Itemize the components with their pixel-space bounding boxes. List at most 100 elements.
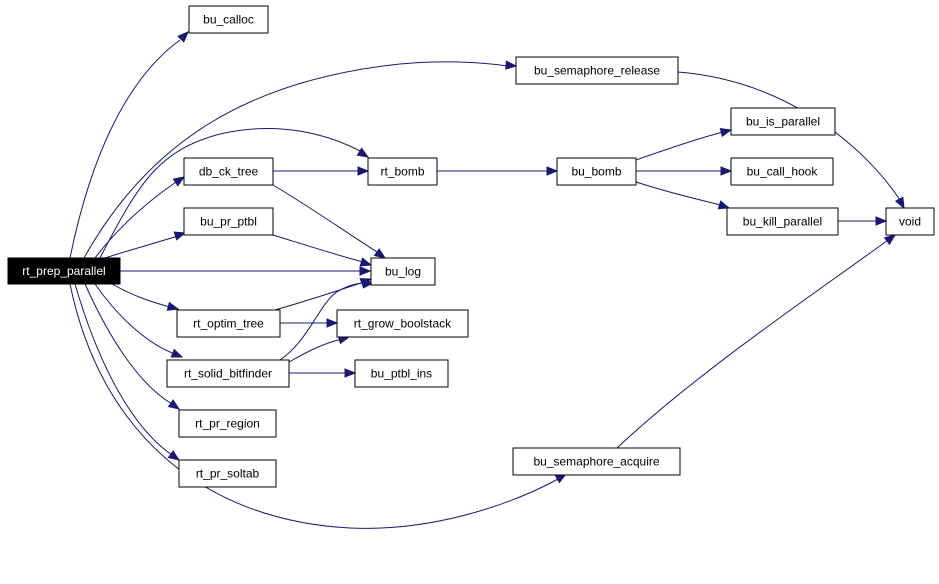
edge-rt-prep-parallel-to-rt-pr-region [84, 283, 181, 410]
arrowhead-icon [894, 196, 905, 210]
node-label: rt_prep_parallel [22, 264, 105, 278]
node-box [367, 157, 438, 186]
node-rt-pr-soltab[interactable]: rt_pr_soltab [178, 459, 277, 488]
node-bu-call-hook[interactable]: bu_call_hook [730, 157, 834, 186]
node-label: bu_pr_ptbl [200, 215, 257, 229]
arrowhead-icon [720, 166, 733, 176]
arrowhead-icon [883, 234, 897, 246]
node-bu-semaphore-release[interactable]: bu_semaphore_release [515, 56, 679, 85]
arrowhead-icon [505, 60, 518, 70]
edge-line [94, 181, 177, 259]
arrowhead-icon [875, 216, 888, 226]
node-label: db_ck_tree [199, 165, 259, 179]
node-bu-kill-parallel[interactable]: bu_kill_parallel [726, 207, 839, 236]
edge-line [74, 283, 173, 456]
node-box [515, 56, 679, 85]
edge-rt-prep-parallel-to-rt-pr-soltab [74, 283, 181, 461]
node-bu-bomb[interactable]: bu_bomb [556, 157, 637, 186]
node-bu-log[interactable]: bu_log [370, 257, 436, 286]
edge-line [288, 338, 343, 363]
edge-rt-prep-parallel-to-rt-solid-bitfinder [94, 283, 184, 358]
arrowhead-icon [362, 279, 375, 289]
node-box [188, 5, 269, 34]
edge-line [94, 283, 176, 355]
edge-rt-solid-bitfinder-to-bu-ptbl-ins [289, 368, 357, 378]
arrowhead-icon [546, 166, 559, 176]
node-label: rt_grow_boolstack [354, 317, 452, 331]
arrowhead-icon [357, 166, 370, 176]
node-box [178, 409, 277, 438]
node-rt-prep-parallel[interactable]: rt_prep_parallel [7, 257, 121, 285]
node-db-ck-tree[interactable]: db_ck_tree [183, 157, 274, 186]
edge-line [111, 283, 171, 308]
node-box [166, 359, 290, 388]
node-void[interactable]: void [885, 207, 935, 236]
node-rt-optim-tree[interactable]: rt_optim_tree [176, 309, 281, 338]
arrowhead-icon [167, 399, 181, 410]
edge-line [272, 184, 378, 253]
node-box [336, 309, 469, 338]
edge-line [635, 131, 724, 161]
node-bu-pr-ptbl[interactable]: bu_pr_ptbl [183, 207, 274, 236]
node-label: bu_calloc [203, 13, 254, 27]
edge-bu-bomb-to-bu-kill-parallel [635, 181, 731, 210]
node-bu-is-parallel[interactable]: bu_is_parallel [730, 107, 836, 136]
edge-line [635, 181, 722, 206]
edge-line [84, 283, 173, 405]
edge-rt-prep-parallel-to-bu-log [120, 266, 372, 276]
edge-line [272, 234, 364, 263]
node-bu-ptbl-ins[interactable]: bu_ptbl_ins [354, 359, 449, 388]
node-bu-calloc[interactable]: bu_calloc [188, 5, 269, 34]
node-rt-grow-boolstack[interactable]: rt_grow_boolstack [336, 309, 469, 338]
arrowhead-icon [173, 231, 187, 241]
arrowhead-icon [177, 31, 189, 43]
edge-rt-prep-parallel-to-rt-bomb [99, 128, 370, 259]
node-box [370, 257, 436, 286]
node-label: bu_ptbl_ins [371, 367, 432, 381]
edge-bu-pr-ptbl-to-bu-log [272, 234, 373, 267]
edge-line [69, 283, 561, 529]
node-box [885, 207, 935, 236]
edge-line [99, 128, 363, 259]
arrowhead-icon [719, 127, 733, 138]
edge-bu-semaphore-release-to-void [677, 71, 905, 210]
edge-line [274, 281, 365, 311]
node-box [730, 107, 836, 136]
edge-line [83, 61, 509, 259]
node-box [7, 257, 121, 285]
arrowhead-icon [326, 318, 339, 328]
arrowhead-icon [373, 248, 387, 259]
edge-rt-prep-parallel-to-bu-pr-ptbl [104, 231, 187, 259]
node-rt-pr-region[interactable]: rt_pr_region [178, 409, 277, 438]
node-label: rt_pr_soltab [196, 467, 260, 481]
arrowhead-icon [172, 176, 186, 187]
edge-rt-prep-parallel-to-db-ck-tree [94, 176, 186, 259]
node-label: rt_solid_bitfinder [184, 367, 272, 381]
edge-rt-optim-tree-to-rt-grow-boolstack [280, 318, 339, 328]
node-label: rt_bomb [380, 165, 424, 179]
arrowhead-icon [344, 368, 357, 378]
edge-rt-prep-parallel-to-bu-calloc [69, 31, 189, 259]
node-label: bu_is_parallel [746, 115, 820, 129]
node-box [354, 359, 449, 388]
node-box [512, 447, 681, 476]
node-label: bu_log [385, 265, 421, 279]
edge-db-ck-tree-to-rt-bomb [273, 166, 370, 176]
node-label: bu_bomb [571, 165, 621, 179]
node-box [726, 207, 839, 236]
node-label: bu_semaphore_acquire [533, 455, 659, 469]
nodes-layer: rt_prep_parallel bu_calloc bu_semaphore_re… [7, 5, 935, 488]
node-bu-semaphore-acquire[interactable]: bu_semaphore_acquire [512, 447, 681, 476]
edge-rt-prep-parallel-to-rt-optim-tree [111, 283, 180, 311]
node-rt-bomb[interactable]: rt_bomb [367, 157, 438, 186]
arrowhead-icon [167, 450, 181, 461]
edge-bu-semaphore-acquire-to-void [616, 234, 897, 449]
node-rt-solid-bitfinder[interactable]: rt_solid_bitfinder [166, 359, 290, 388]
node-label: bu_kill_parallel [743, 215, 822, 229]
edge-db-ck-tree-to-bu-log [272, 184, 387, 259]
node-box [730, 157, 834, 186]
edge-line [69, 39, 181, 259]
edge-rt-prep-parallel-to-bu-semaphore-acquire [69, 283, 568, 529]
arrowhead-icon [166, 301, 180, 311]
